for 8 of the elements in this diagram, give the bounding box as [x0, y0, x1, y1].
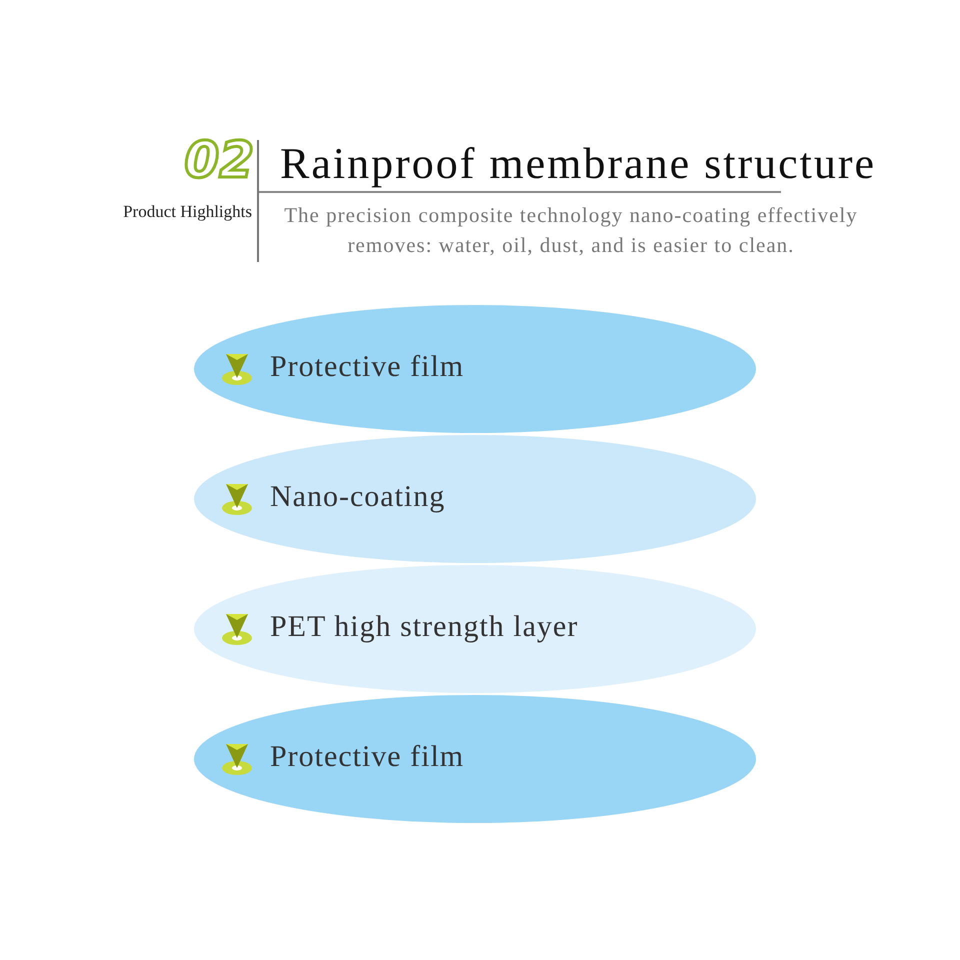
layer-label: Protective film: [270, 740, 464, 774]
section-number: 02: [183, 130, 254, 191]
layer-label: PET high strength layer: [270, 610, 578, 644]
layer-label: Protective film: [270, 350, 464, 384]
title-text: Rainproof membrane structure: [280, 138, 876, 189]
layer-label: Nano-coating: [270, 480, 446, 514]
section-tag: Product Highlights: [40, 202, 252, 222]
description-text: The precision composite technology nano-coating effectively removes: water, oil, dust, and is easier to clean.: [283, 202, 859, 259]
